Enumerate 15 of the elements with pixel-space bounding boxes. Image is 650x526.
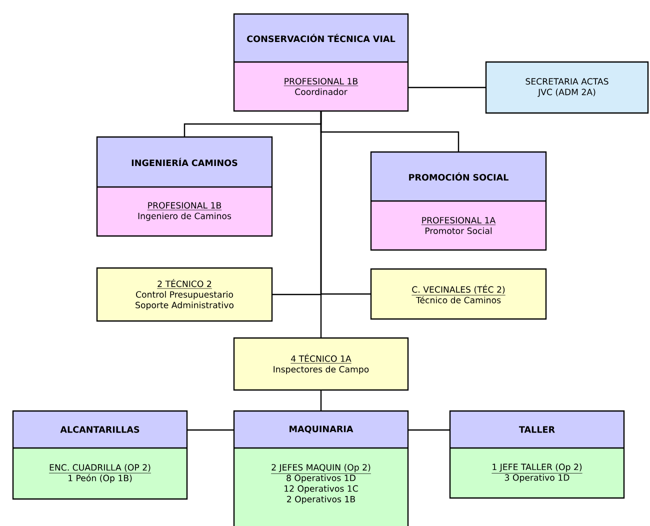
org-box: SECRETARIA ACTAS JVC (ADM 2A) bbox=[485, 61, 649, 114]
connector-line bbox=[187, 429, 234, 431]
org-box: TALLER 1 JEFE TALLER (Op 2) 3 Operativo 1D bbox=[449, 410, 625, 499]
org-box: INGENIERÍA CAMINOS PROFESIONAL 1B Ingeniero de Caminos bbox=[96, 136, 273, 237]
connector-line bbox=[408, 429, 450, 431]
org-box: 4 TÉCNICO 1A Inspectores de Campo bbox=[233, 337, 409, 391]
org-box: ALCANTARILLAS ENC. CUADRILLA (OP 2) 1 Peón (Op 1B) bbox=[12, 410, 188, 500]
connector-line bbox=[408, 86, 486, 88]
org-box: C. VECINALES (TÉC 2) Técnico de Caminos bbox=[370, 268, 547, 320]
org-box: 2 TÉCNICO 2 Control Presupuestario Soporte Administrativo bbox=[96, 267, 273, 322]
org-box: MAQUINARIA 2 JEFES MAQUIN (Op 2) 8 Operativos 1D 12 Operativos 1C 2 Operativos 1B bbox=[233, 410, 409, 526]
connector-line bbox=[320, 111, 322, 338]
org-box: CONSERVACIÓN TÉCNICA VIAL PROFESIONAL 1B Coordinador bbox=[233, 13, 409, 112]
org-box: PROMOCIÓN SOCIAL PROFESIONAL 1A Promotor Social bbox=[370, 151, 547, 251]
connector-line bbox=[320, 390, 322, 411]
